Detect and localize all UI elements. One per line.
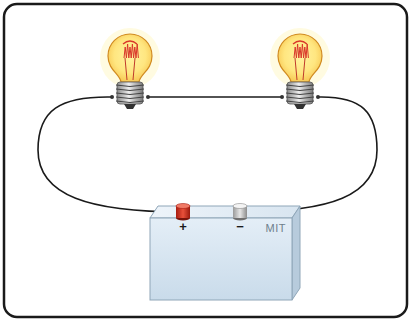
negative-terminal-sign: − [236,220,244,233]
light-bulb [270,28,330,109]
battery-box: MIT [150,218,292,300]
battery-brand: MIT [266,222,286,234]
battery [150,204,300,301]
positive-terminal-sign: + [179,220,187,233]
light-bulb [100,28,160,109]
frame [4,4,407,317]
wire [38,97,377,212]
